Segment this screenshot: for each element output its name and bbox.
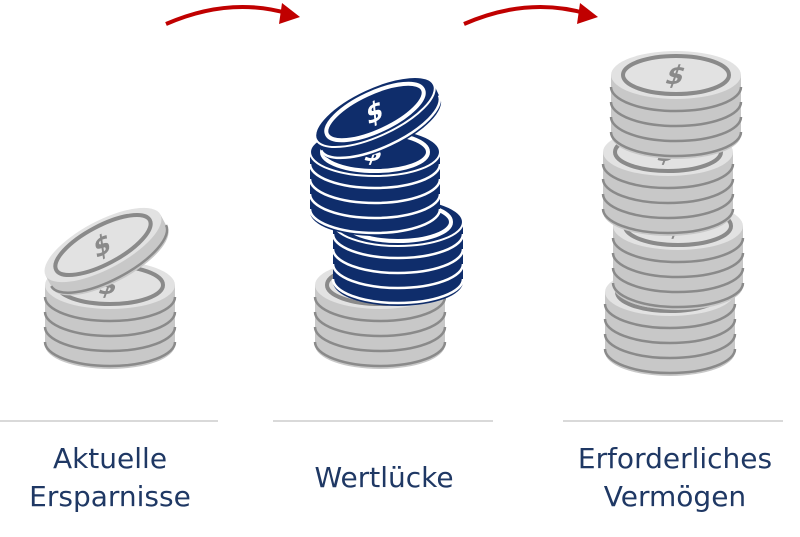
divider-2 — [273, 420, 493, 422]
tilted-coin-current: $ — [44, 207, 169, 296]
arrow-2-icon — [463, 4, 589, 26]
label-current-savings: Aktuelle Ersparnisse — [0, 440, 240, 516]
label-line: Aktuelle — [52, 442, 168, 475]
divider-3 — [563, 420, 783, 422]
label-value-gap: Wertlücke — [254, 459, 514, 497]
arrow-1-head-icon — [279, 3, 300, 24]
divider-1 — [0, 420, 218, 422]
tilted-coin-gap: $ — [314, 75, 442, 161]
coin-stack-required-4: $ — [609, 51, 743, 159]
arrow-1-icon — [165, 4, 291, 26]
label-line: Wertlücke — [314, 461, 454, 494]
dollar-icon: $ — [92, 226, 112, 266]
label-line: Erforderliches — [577, 442, 773, 475]
label-required-wealth: Erforderliches Vermögen — [545, 440, 800, 516]
dollar-icon: $ — [365, 93, 384, 132]
label-line: Ersparnisse — [29, 480, 191, 513]
arrow-2-head-icon — [577, 3, 598, 24]
label-line: Vermögen — [603, 480, 747, 513]
coin-stack-required-2: $ — [611, 202, 745, 310]
